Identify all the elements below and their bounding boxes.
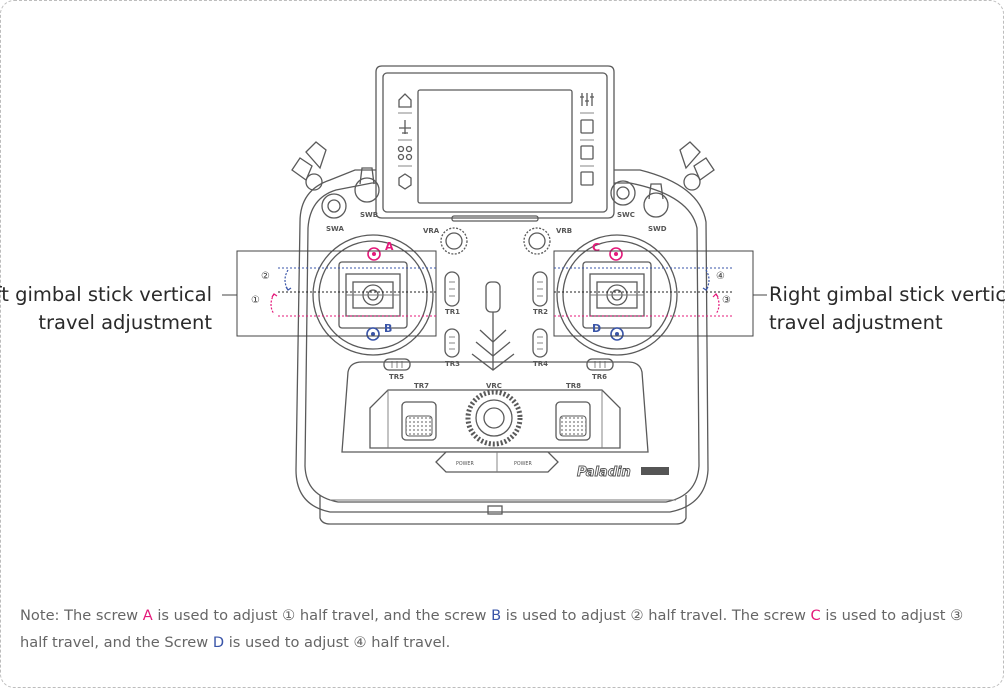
travel-mark-1: ① bbox=[251, 295, 260, 306]
swc-label: SWC bbox=[617, 211, 635, 219]
screw-d-label: D bbox=[592, 322, 601, 335]
swd-label: SWD bbox=[648, 225, 667, 233]
right-gimbal-callout: Right gimbal stick vertical travel adjus… bbox=[769, 281, 1006, 337]
screen-right-icons bbox=[580, 93, 594, 186]
tr5-label: TR5 bbox=[389, 373, 404, 381]
screen-left-icons bbox=[397, 93, 413, 190]
screw-c-label: C bbox=[592, 241, 600, 254]
tr2-label: TR2 bbox=[533, 308, 548, 316]
tr8-button[interactable] bbox=[555, 401, 591, 441]
trim-tr4[interactable] bbox=[532, 328, 548, 358]
top-switches bbox=[291, 141, 715, 219]
brand-badge bbox=[641, 467, 669, 475]
tr6-label: TR6 bbox=[592, 373, 607, 381]
display-panel bbox=[375, 65, 615, 222]
screw-b-label: B bbox=[384, 322, 392, 335]
left-gimbal[interactable] bbox=[312, 234, 434, 356]
left-callout-box bbox=[236, 250, 437, 337]
vrc-dial[interactable] bbox=[465, 389, 523, 447]
right-callout-line-2: travel adjustment bbox=[769, 311, 943, 334]
left-callout-line-1: Left gimbal stick vertical bbox=[0, 283, 212, 306]
aircraft-icon bbox=[399, 120, 411, 134]
travel-mark-3: ③ bbox=[722, 295, 731, 306]
apps-icon bbox=[397, 145, 405, 153]
tr7-button[interactable] bbox=[401, 401, 437, 441]
center-emblem-icon bbox=[471, 281, 515, 371]
vrb-knob[interactable] bbox=[523, 227, 551, 255]
settings-icon bbox=[398, 173, 412, 190]
note-screw-a: A bbox=[142, 607, 153, 624]
right-callout-box bbox=[553, 250, 754, 337]
mixer-icon bbox=[580, 93, 594, 106]
power-buttons bbox=[435, 451, 559, 473]
tr7-label: TR7 bbox=[414, 382, 429, 390]
travel-mark-2: ② bbox=[261, 271, 270, 282]
home-icon bbox=[398, 93, 412, 108]
tr1-label: TR1 bbox=[445, 308, 460, 316]
trim-tr6[interactable] bbox=[586, 358, 614, 371]
vra-label: VRA bbox=[423, 227, 440, 235]
note-screw-b: B bbox=[491, 607, 502, 624]
left-callout-line-2: travel adjustment bbox=[38, 311, 212, 334]
note-screw-c: C bbox=[810, 607, 821, 624]
screw-a-label: A bbox=[385, 240, 394, 253]
brand-logo: Paladin bbox=[577, 465, 631, 480]
tr4-label: TR4 bbox=[533, 360, 548, 368]
note-part-1: Note: The screw bbox=[20, 607, 143, 624]
power-right-label[interactable]: POWER bbox=[514, 461, 532, 467]
model-icon bbox=[580, 119, 594, 134]
vrb-label: VRB bbox=[556, 227, 572, 235]
left-travel-guides bbox=[270, 267, 436, 317]
note-part-2: is used to adjust ① half travel, and the… bbox=[152, 607, 492, 624]
tr3-label: TR3 bbox=[445, 360, 460, 368]
left-gimbal-callout: Left gimbal stick vertical travel adjust… bbox=[0, 281, 212, 337]
right-travel-guides bbox=[554, 267, 734, 317]
right-gimbal[interactable] bbox=[556, 234, 678, 356]
swa-label: SWA bbox=[326, 225, 344, 233]
note-part-3: is used to adjust ② half travel. The scr… bbox=[501, 607, 811, 624]
trim-tr1[interactable] bbox=[444, 271, 460, 307]
lower-panel bbox=[341, 361, 649, 453]
vra-knob[interactable] bbox=[440, 227, 468, 255]
note-text: Note: The screw A is used to adjust ① ha… bbox=[20, 602, 990, 656]
edit-icon bbox=[580, 145, 594, 160]
travel-mark-4: ④ bbox=[716, 271, 725, 282]
touch-screen bbox=[417, 89, 573, 204]
swb-label: SWB bbox=[360, 211, 378, 219]
trim-tr3[interactable] bbox=[444, 328, 460, 358]
right-callout-line-1: Right gimbal stick vertical bbox=[769, 283, 1006, 306]
trim-tr5[interactable] bbox=[383, 358, 411, 371]
tr8-label: TR8 bbox=[566, 382, 581, 390]
note-part-4: is used to adjust ③ half travel, and the… bbox=[20, 607, 964, 651]
vrc-label: VRC bbox=[486, 382, 502, 390]
trim-tr2[interactable] bbox=[532, 271, 548, 307]
note-part-5: is used to adjust ④ half travel. bbox=[224, 634, 451, 651]
note-screw-d: D bbox=[212, 634, 225, 651]
config-icon bbox=[580, 171, 594, 186]
power-left-label[interactable]: POWER bbox=[456, 461, 474, 467]
